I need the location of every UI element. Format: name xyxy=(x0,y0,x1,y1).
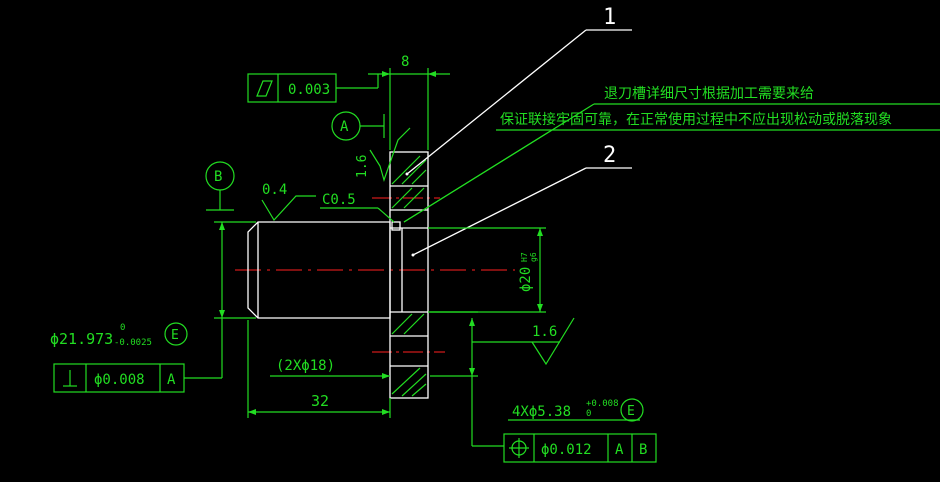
length-text: 32 xyxy=(311,392,329,410)
datum-b-label: B xyxy=(214,169,222,185)
note-leaders xyxy=(403,103,940,223)
perp-value: ϕ0.008 xyxy=(94,372,145,388)
hole-tol-upper: +0.008 xyxy=(586,399,619,409)
balloon-2: 2 xyxy=(603,143,616,168)
bore-tol-upper: H7 xyxy=(520,252,529,262)
envelope-symbol-shaft xyxy=(164,322,188,346)
roughness-top-text: 1.6 xyxy=(355,155,370,178)
position-datum-1: A xyxy=(615,442,624,458)
datum-a-label: A xyxy=(340,119,349,135)
position-leader xyxy=(430,311,640,447)
hole-tol-lower: 0 xyxy=(586,409,591,419)
dim-holes-pitch xyxy=(270,373,390,379)
centerlines xyxy=(235,197,515,353)
roughness-top xyxy=(369,127,411,182)
hatching xyxy=(391,155,427,397)
balloon-leaders xyxy=(405,29,632,257)
perpendicularity-frame xyxy=(53,363,222,393)
dim-length xyxy=(247,320,391,418)
part-outline xyxy=(247,151,429,399)
roughness-left-text: 0.4 xyxy=(262,182,287,198)
envelope-hole-text: E xyxy=(627,404,635,419)
position-value: ϕ0.012 xyxy=(541,442,592,458)
shaft-dim-main: ϕ21.973 xyxy=(50,330,113,348)
envelope-shaft-text: E xyxy=(171,328,179,343)
flatness-frame xyxy=(247,73,379,103)
holes-pitch-text: (2Xϕ18) xyxy=(276,358,335,374)
note-groove: 退刀槽详细尺寸根据加工需要来给 xyxy=(604,86,814,102)
roughness-right-text: 1.6 xyxy=(532,324,557,340)
chamfer-leader xyxy=(320,207,395,223)
balloon-1: 1 xyxy=(603,5,616,30)
roughness-left xyxy=(261,195,316,221)
position-frame xyxy=(503,433,657,463)
perp-datum: A xyxy=(167,372,176,388)
datum-b-symbol xyxy=(205,161,235,211)
bore-tol-lower: g6 xyxy=(529,252,538,262)
dim-8-text: 8 xyxy=(401,54,409,70)
chamfer-text: C0.5 xyxy=(322,192,356,208)
bore-dim-main: ϕ20 xyxy=(518,267,534,292)
note-connection: 保证联接牢固可靠，在正常使用过程中不应出现松动或脱落现象 xyxy=(500,111,892,128)
shaft-tol-lower: -0.0025 xyxy=(114,338,152,348)
envelope-symbol-hole xyxy=(620,398,644,422)
flatness-value: 0.003 xyxy=(288,82,330,98)
datum-a-symbol xyxy=(331,111,385,141)
dim-flange-width xyxy=(368,68,450,150)
dim-shaft-diameter xyxy=(214,221,256,378)
position-datum-2: B xyxy=(639,442,647,458)
hole-dim-main: 4Xϕ5.38 xyxy=(512,404,571,420)
shaft-tol-upper: 0 xyxy=(120,323,125,333)
roughness-right xyxy=(472,317,575,366)
